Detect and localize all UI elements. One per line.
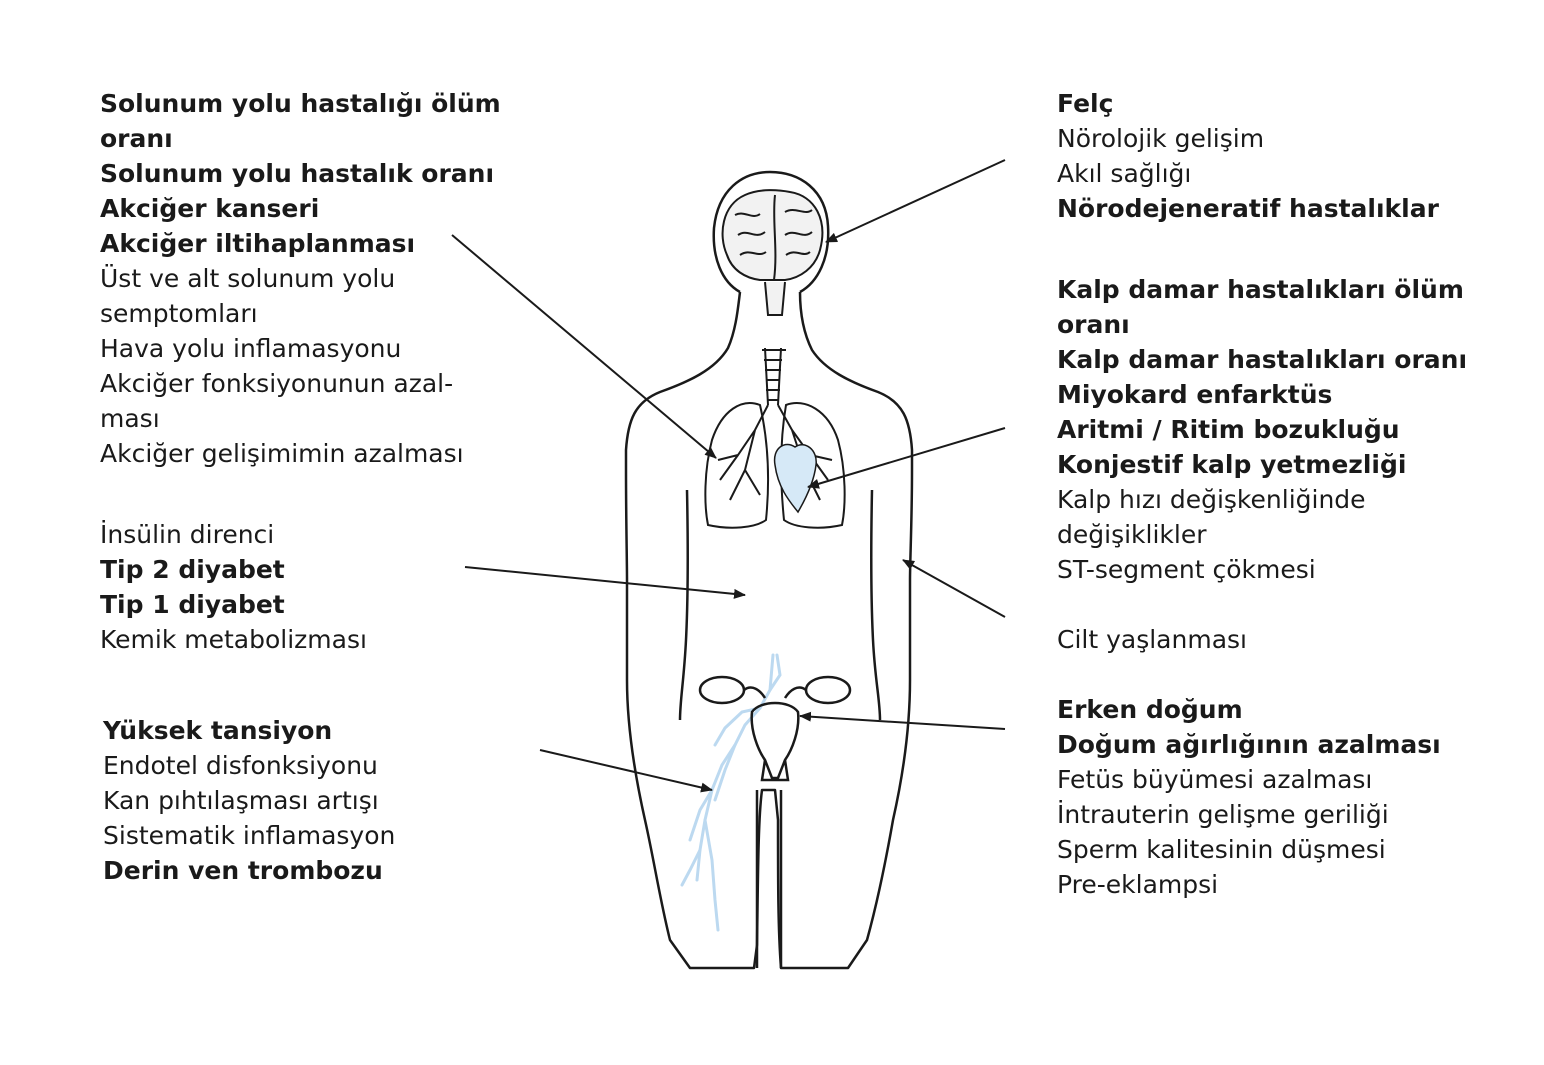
list-item: Cilt yaşlanması <box>1057 625 1247 654</box>
list-item: Üst ve alt solunum yolu <box>100 264 396 293</box>
arrow-uterus <box>799 711 1006 730</box>
list-item: Sistematik inflamasyon <box>103 821 396 850</box>
brain-icon <box>721 189 824 316</box>
list-item: Kalp hızı değişkenliğinde <box>1057 485 1366 514</box>
list-item: Konjestif kalp yetmezliği <box>1057 450 1407 479</box>
list-item: Doğum ağırlığının azalması <box>1057 730 1441 759</box>
vein-icon <box>680 653 782 932</box>
legs-inner <box>755 790 783 968</box>
arrow-vascular <box>539 749 713 793</box>
list-item: Akciğer iltihaplanması <box>100 229 416 258</box>
list-item: ST-segment çökmesi <box>1057 555 1316 584</box>
arrow-metabolic <box>464 566 746 599</box>
list-item: Akciğer kanseri <box>100 194 320 223</box>
list-item: Kalp damar hastalıkları ölüm <box>1057 275 1464 304</box>
list-item: Solunum yolu hastalığı ölüm <box>100 89 501 118</box>
list-item: semptomları <box>100 299 258 328</box>
list-item: Fetüs büyümesi azalması <box>1057 765 1373 794</box>
list-item: Erken doğum <box>1057 695 1243 724</box>
list-item: Miyokard enfarktüs <box>1057 380 1333 409</box>
list-item: Kan pıhtılaşması artışı <box>103 786 379 815</box>
list-item: İntrauterin gelişme geriliği <box>1057 800 1389 829</box>
list-item: Nörolojik gelişim <box>1057 124 1265 153</box>
list-item: Derin ven trombozu <box>103 856 383 885</box>
list-item: değişiklikler <box>1057 520 1207 549</box>
list-item: Sperm kalitesinin düşmesi <box>1057 835 1386 864</box>
list-item: İnsülin direnci <box>100 520 275 549</box>
list-item: Tip 2 diyabet <box>100 555 285 584</box>
heart-icon <box>773 443 817 514</box>
skin-effects-list: Cilt yaşlanması <box>1057 622 1247 657</box>
list-item: Akciğer gelişimimin azalması <box>100 439 464 468</box>
list-item: Nörodejeneratif hastalıklar <box>1057 194 1439 223</box>
list-item: Yüksek tansiyon <box>103 716 333 745</box>
arrow-heart <box>807 427 1006 489</box>
arrow-lungs <box>451 234 717 459</box>
list-item: oranı <box>1057 310 1130 339</box>
uterus-icon <box>698 675 852 782</box>
list-item: ması <box>100 404 160 433</box>
list-item: Kalp damar hastalıkları oranı <box>1057 345 1468 374</box>
list-item: Akıl sağlığı <box>1057 159 1192 188</box>
list-item: Felç <box>1057 89 1114 118</box>
list-item: Solunum yolu hastalık oranı <box>100 159 495 188</box>
list-item: Tip 1 diyabet <box>100 590 285 619</box>
head-outline <box>712 170 830 294</box>
body-outline <box>624 291 914 970</box>
arrow-brain <box>825 159 1006 243</box>
pointer-arrows <box>451 159 1006 793</box>
trachea-icon <box>762 347 786 406</box>
list-item: Kemik metabolizması <box>100 625 367 654</box>
list-item: oranı <box>100 124 173 153</box>
list-item: Pre-eklampsi <box>1057 870 1219 899</box>
arm-left-inner <box>678 489 689 721</box>
arm-right-inner <box>870 489 882 721</box>
arrow-skin <box>902 559 1006 618</box>
list-item: Aritmi / Ritim bozukluğu <box>1057 415 1400 444</box>
list-item: Hava yolu inflamasyonu <box>100 334 402 363</box>
list-item: Endotel disfonksiyonu <box>103 751 378 780</box>
list-item: Akciğer fonksiyonunun azal- <box>100 369 454 398</box>
